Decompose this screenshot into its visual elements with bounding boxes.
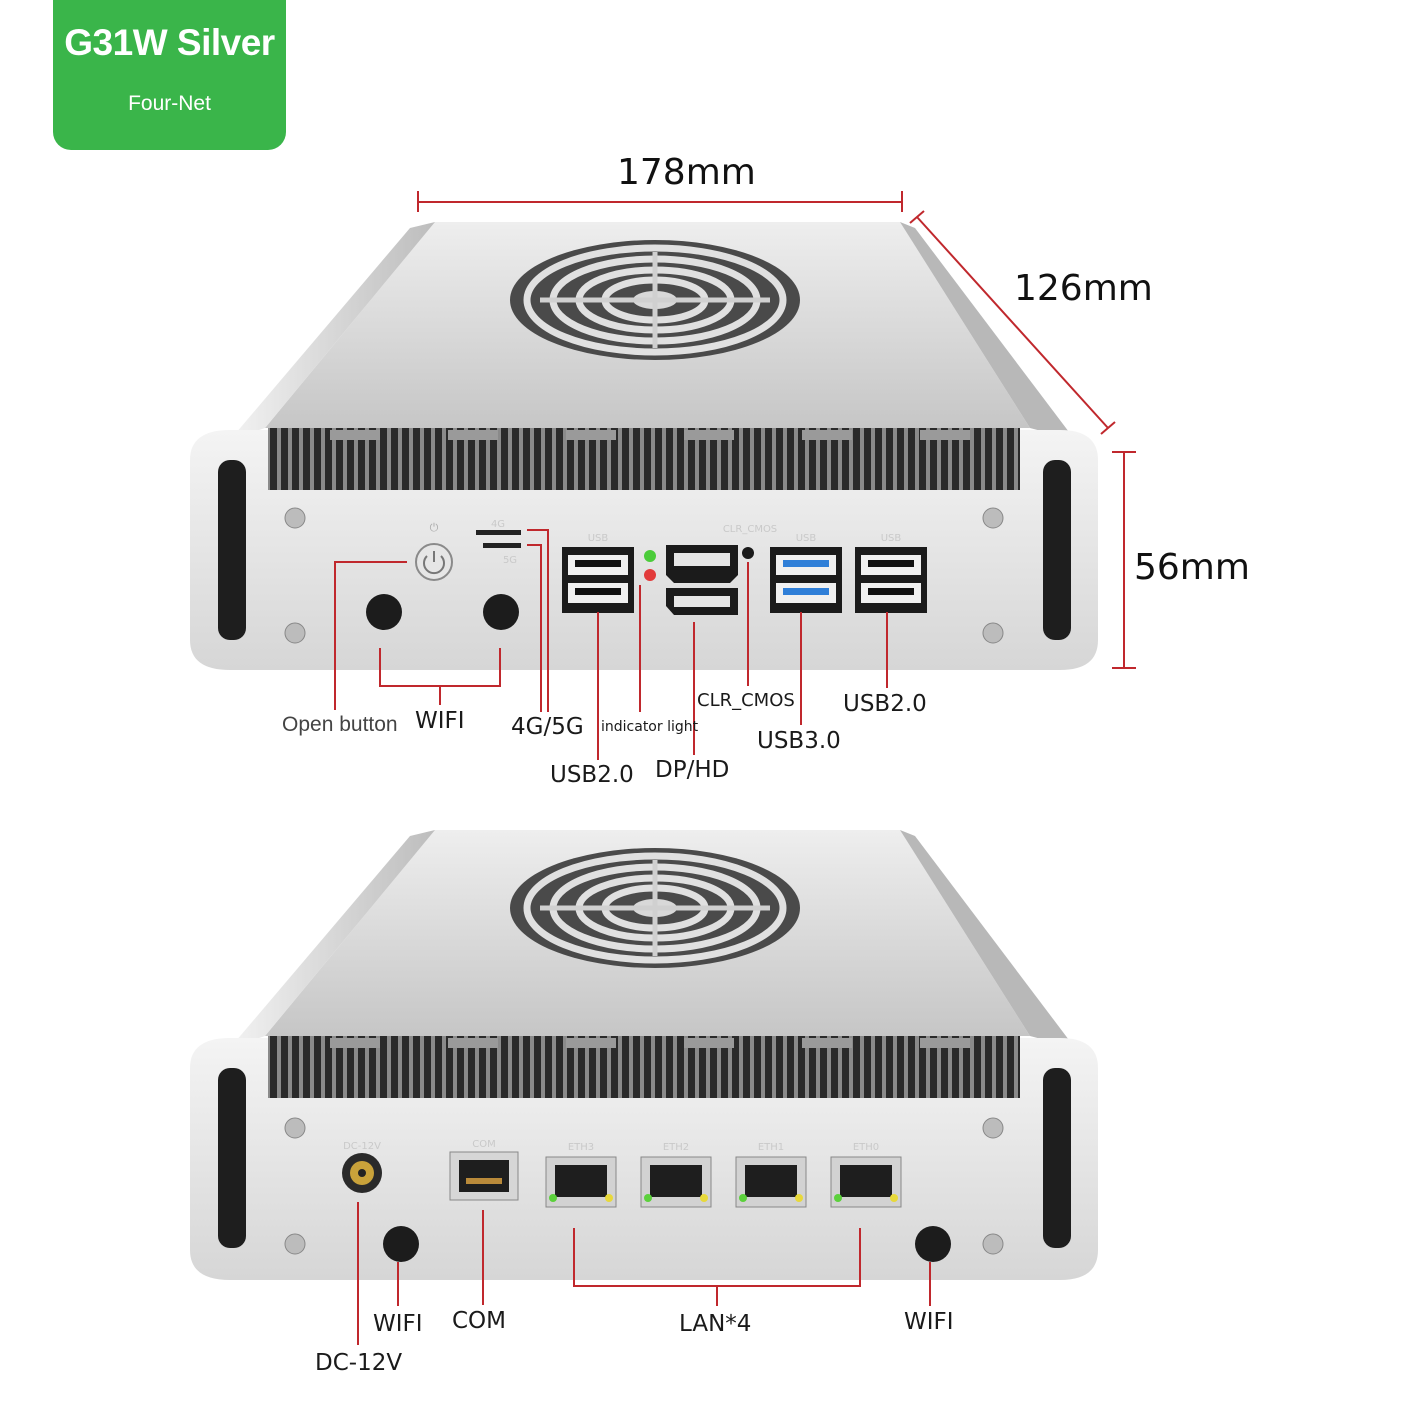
usb-silk: USB: [796, 533, 817, 544]
rear-view-device: DC-12V COM ETH3 ETH2 ETH1 ETH0: [190, 830, 1098, 1280]
wifi-label-front: WIFI: [415, 708, 465, 734]
front-view-device: ⏻ 4G 5G USB CLR_CMOS USB USB: [190, 222, 1098, 670]
sim-slot: [476, 530, 521, 535]
wifi-antenna-icon: [383, 1226, 419, 1262]
usb-silk: USB: [588, 533, 609, 544]
eth-silk: ETH0: [853, 1142, 879, 1153]
lte-label: 4G/5G: [511, 714, 584, 740]
com-port: [449, 1151, 519, 1201]
wifi-antenna-icon: [483, 594, 519, 630]
usb2-port-left: [562, 547, 634, 613]
eth-port: [640, 1156, 712, 1208]
com-silk: COM: [472, 1139, 495, 1150]
product-title: G31W Silver: [64, 22, 275, 63]
eth-port: [830, 1156, 902, 1208]
width-dimension: 178mm: [617, 152, 756, 193]
wifi-label-rear-right: WIFI: [904, 1309, 954, 1335]
heatsink-fins: [268, 1036, 1020, 1098]
usb2-port-right: [855, 547, 927, 613]
dc-12v-label: DC-12V: [315, 1350, 403, 1376]
indicator-light-label: indicator light: [601, 719, 699, 735]
displayport-port: [666, 588, 738, 615]
clr-cmos-button[interactable]: [742, 547, 754, 559]
svg-text:⏻: ⏻: [430, 522, 439, 534]
fan-grille-icon: [510, 240, 800, 360]
eth-port: [735, 1156, 807, 1208]
wifi-label-rear-left: WIFI: [373, 1311, 423, 1337]
clr-cmos-silk: CLR_CMOS: [723, 524, 777, 535]
open-button-label: Open button: [282, 713, 398, 736]
usb2-right-label: USB2.0: [843, 691, 927, 717]
usb3-port: [770, 547, 842, 613]
indicator-led-red: [644, 569, 656, 581]
power-button[interactable]: [415, 543, 453, 581]
product-badge: G31W Silver Four-Net: [53, 0, 286, 150]
clr-cmos-label: CLR_CMOS: [697, 690, 795, 711]
dc-power-jack: [342, 1153, 382, 1193]
hdmi-port: [666, 545, 738, 583]
height-dimension: 56mm: [1134, 547, 1250, 588]
sim-5g-silk: 5G: [503, 555, 517, 566]
usb2-left-label: USB2.0: [550, 762, 634, 788]
sim-4g-silk: 4G: [491, 519, 505, 530]
eth-silk: ETH3: [568, 1142, 594, 1153]
fan-grille-icon: [510, 848, 800, 968]
usb-silk: USB: [881, 533, 902, 544]
dc-silk: DC-12V: [343, 1141, 381, 1152]
wifi-antenna-icon: [366, 594, 402, 630]
heatsink-fins: [268, 428, 1020, 490]
indicator-led-green: [644, 550, 656, 562]
depth-dimension: 126mm: [1014, 268, 1153, 309]
eth-port: [545, 1156, 617, 1208]
dp-hd-label: DP/HD: [655, 757, 730, 783]
wifi-antenna-icon: [915, 1226, 951, 1262]
com-label: COM: [452, 1308, 507, 1334]
eth-silk: ETH2: [663, 1142, 689, 1153]
lan-label: LAN*4: [679, 1311, 752, 1337]
product-subtitle: Four-Net: [128, 92, 211, 115]
eth-silk: ETH1: [758, 1142, 784, 1153]
usb3-label: USB3.0: [757, 728, 841, 754]
